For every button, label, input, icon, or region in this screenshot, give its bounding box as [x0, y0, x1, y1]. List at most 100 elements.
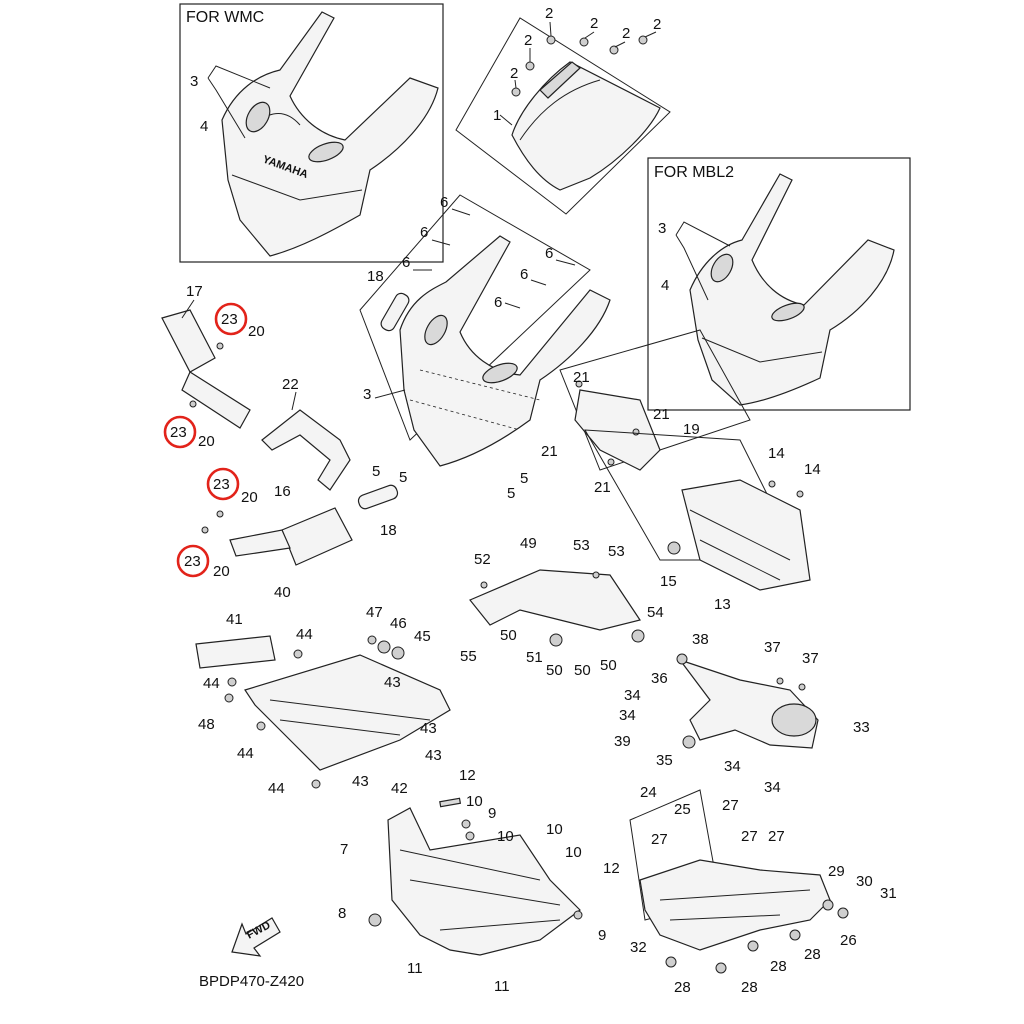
callout-c69: 43: [352, 773, 369, 790]
callout-labels: 2 2 2 2 2 2 1 3 4 3 4 6 6 6 6 6 6 17 23 …: [170, 5, 897, 996]
callout-c35: 18: [380, 522, 397, 539]
callout-c21: 18: [367, 268, 384, 285]
callout-c101: 30: [856, 873, 873, 890]
callout-c7: 1: [493, 107, 501, 124]
callout-c84: 9: [488, 805, 496, 822]
side-panel-40-part: [195, 635, 451, 789]
callout-c38: 16: [274, 483, 291, 500]
callout-c42: 14: [804, 461, 821, 478]
callout-c48: 53: [608, 543, 625, 560]
callout-c58: 44: [296, 626, 313, 643]
callout-c17: 6: [494, 294, 502, 311]
callout-c73: 37: [802, 650, 819, 667]
callout-c99: 27: [768, 828, 785, 845]
leader-lines: [181, 21, 657, 411]
callout-c50: 50: [500, 627, 517, 644]
forward-direction-indicator: FWD: [231, 917, 281, 957]
callout-c47: 53: [573, 537, 590, 554]
highlight-circle: [176, 544, 210, 578]
fwd-arrow-icon: [231, 917, 281, 957]
callout-c88: 10: [565, 844, 582, 861]
inset-for-mbl2: FOR MBL2: [647, 157, 911, 411]
callout-c20: 20: [248, 323, 265, 340]
inset-mbl2-title: FOR MBL2: [654, 164, 734, 181]
highlight-circle: [163, 415, 197, 449]
callout-c75: 34: [624, 687, 641, 704]
callout-c87: 10: [546, 821, 563, 838]
bracket-18-part: [357, 292, 410, 510]
callout-c34: 5: [507, 485, 515, 502]
callout-c77: 33: [853, 719, 870, 736]
callout-c12: 6: [440, 194, 448, 211]
callout-c71: 38: [692, 631, 709, 648]
callout-c100: 29: [828, 863, 845, 880]
callout-c72: 37: [764, 639, 781, 656]
callout-c64: 43: [384, 674, 401, 691]
callout-c57: 41: [226, 611, 243, 628]
inset-mbl2-frame: [647, 157, 911, 411]
callout-c63: 48: [198, 716, 215, 733]
callout-c107: 28: [674, 979, 691, 996]
callout-c19: 23: [221, 311, 238, 328]
callout-c82: 12: [459, 767, 476, 784]
callout-c25: 20: [198, 433, 215, 450]
callout-c23: 3: [363, 386, 371, 403]
callout-c13: 6: [420, 224, 428, 241]
callout-c59: 47: [366, 604, 383, 621]
callout-c18: 17: [186, 283, 203, 300]
callout-c55: 50: [600, 657, 617, 674]
upper-cowl-main-part: [359, 194, 611, 467]
inset-for-wmc: FOR WMC YAMAHA: [179, 3, 444, 263]
callout-c10: 3: [658, 220, 666, 237]
main-stay-13-part: [584, 429, 811, 591]
callout-c62: 44: [203, 675, 220, 692]
callout-c70: 42: [391, 780, 408, 797]
callout-c61: 45: [414, 628, 431, 645]
callout-c56: 40: [274, 584, 291, 601]
callout-c52: 51: [526, 649, 543, 666]
callout-c31: 5: [372, 463, 380, 480]
callout-c53: 50: [546, 662, 563, 679]
callout-c29: 19: [683, 421, 700, 438]
callout-c68: 44: [268, 780, 285, 797]
callout-c51: 55: [460, 648, 477, 665]
callout-c28: 21: [541, 443, 558, 460]
callout-c74: 36: [651, 670, 668, 687]
windshield-group: [455, 17, 671, 215]
callout-c54: 50: [574, 662, 591, 679]
callout-c108: 28: [741, 979, 758, 996]
mirror-17-part: [161, 309, 251, 429]
callout-c97: 27: [651, 831, 668, 848]
callout-c2: 2: [590, 15, 598, 32]
callout-c22: 22: [282, 376, 299, 393]
callout-c67: 43: [425, 747, 442, 764]
callout-c27: 21: [653, 406, 670, 423]
under-cowl-25-part: [629, 789, 849, 974]
callout-c24: 23: [170, 424, 187, 441]
callout-c60: 46: [390, 615, 407, 632]
callout-c14: 6: [402, 254, 410, 271]
inner-stay-49-part: [469, 569, 645, 647]
callout-c86: 7: [340, 841, 348, 858]
callout-c65: 44: [237, 745, 254, 762]
upper-cowl-mbl2-part: [689, 173, 895, 406]
callout-c8: 3: [190, 73, 198, 90]
callout-c37: 20: [241, 489, 258, 506]
callout-c15: 6: [545, 245, 553, 262]
callout-c39: 23: [184, 553, 201, 570]
callout-c11: 4: [661, 277, 669, 294]
callout-c26: 21: [573, 369, 590, 386]
callout-c95: 25: [674, 801, 691, 818]
highlight-circle: [214, 302, 248, 336]
callout-c5: 2: [622, 25, 630, 42]
callout-c30: 21: [594, 479, 611, 496]
upper-cowl-wmc-part: YAMAHA: [221, 11, 439, 257]
callout-c96: 27: [722, 797, 739, 814]
callout-c3: 2: [653, 16, 661, 33]
callout-c90: 8: [338, 905, 346, 922]
callout-c32: 5: [399, 469, 407, 486]
callout-c93: 11: [494, 978, 510, 995]
stay-22-part: [261, 409, 351, 491]
callout-c92: 11: [407, 960, 423, 977]
